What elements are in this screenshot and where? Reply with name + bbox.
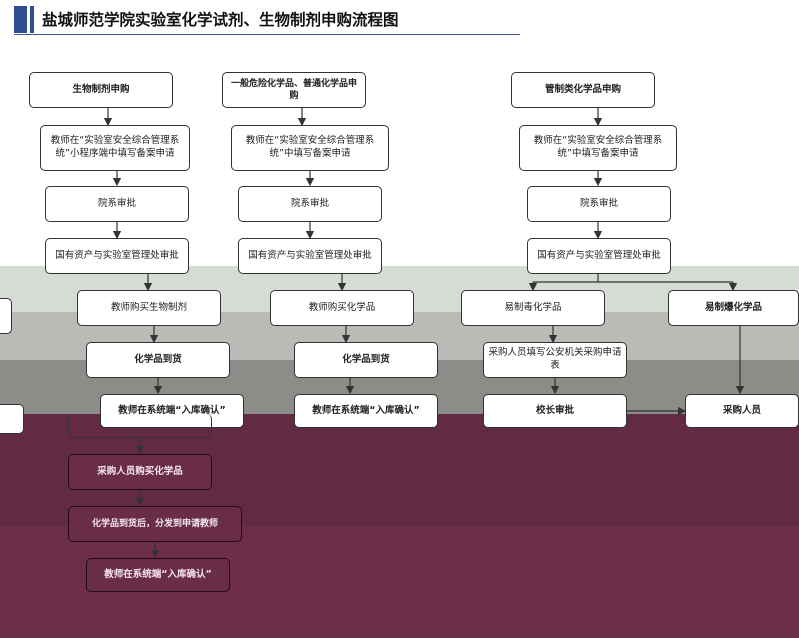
bio-confirm-box: 教师在系统端“入库确认” [100,394,244,428]
controlled-dept-approval-box: 院系审批 [527,186,671,222]
general-title-box: 一般危险化学品、普通化学品申购 [222,72,366,108]
precursor-chemicals-box: 易制毒化学品 [461,290,605,326]
general-dept-approval-box: 院系审批 [238,186,382,222]
bio-fill-application-box: 教师在“实验室安全综合管理系统”小程序端中填写备案申请 [40,125,190,171]
header-accent-bar [14,6,27,33]
controlled-fill-application-box: 教师在“实验室安全综合管理系统”中填写备案申请 [519,125,677,171]
connector-box [68,414,212,438]
general-purchase-box: 教师购买化学品 [270,290,414,326]
bio-purchase-box: 教师购买生物制剂 [77,290,221,326]
distribute-box: 化学品到货后，分发到申请教师 [68,506,242,542]
left-edge-box [0,298,12,334]
general-office-approval-box: 国有资产与实验室管理处审批 [238,238,382,274]
bio-arrival-box: 化学品到货 [86,342,230,378]
general-arrival-box: 化学品到货 [294,342,438,378]
bio-title-box: 生物制剂申购 [29,72,173,108]
page-title: 盐城师范学院实验室化学试剂、生物制剂申购流程图 [42,11,399,29]
general-fill-application-box: 教师在“实验室安全综合管理系统”中填写备案申请 [231,125,389,171]
general-confirm-box: 教师在系统端“入库确认” [294,394,438,428]
final-confirm-box: 教师在系统端“入库确认” [86,558,230,592]
header-accent-bar [30,6,34,33]
police-form-box: 采购人员填写公安机关采购申请表 [483,342,627,378]
purchaser-box-right: 采购人员 [685,394,799,428]
left-edge-box [0,404,24,434]
controlled-title-box: 管制类化学品申购 [511,72,655,108]
purchaser-buy-box: 采购人员购买化学品 [68,454,212,490]
president-approval-box: 校长审批 [483,394,627,428]
bio-dept-approval-box: 院系审批 [45,186,189,222]
header-divider [14,34,520,35]
bio-office-approval-box: 国有资产与实验室管理处审批 [45,238,189,274]
explosive-chemicals-box: 易制爆化学品 [668,290,799,326]
controlled-office-approval-box: 国有资产与实验室管理处审批 [527,238,671,274]
